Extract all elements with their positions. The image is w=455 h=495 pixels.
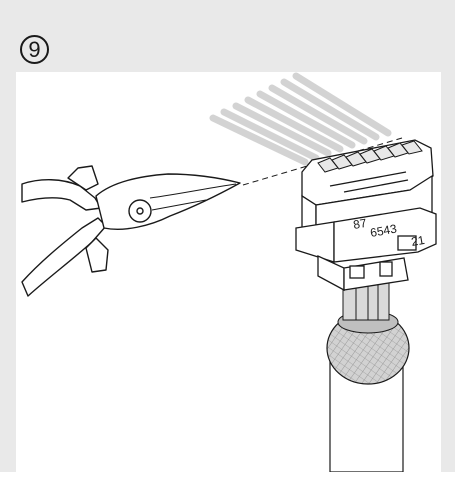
step-number: 9 [28, 36, 41, 62]
step-number-badge: 9 [20, 35, 49, 64]
wire-cutter-icon [21, 165, 241, 297]
pin-label-middle: 6543 [369, 221, 398, 239]
assembly-illustration: 87 6543 21 [21, 72, 437, 472]
trimmed-wire-ends [209, 72, 392, 166]
modular-connector [295, 139, 437, 292]
pin-label-lower: 21 [410, 233, 426, 249]
braided-shield [326, 310, 410, 385]
pin-label-upper: 87 [352, 216, 368, 232]
